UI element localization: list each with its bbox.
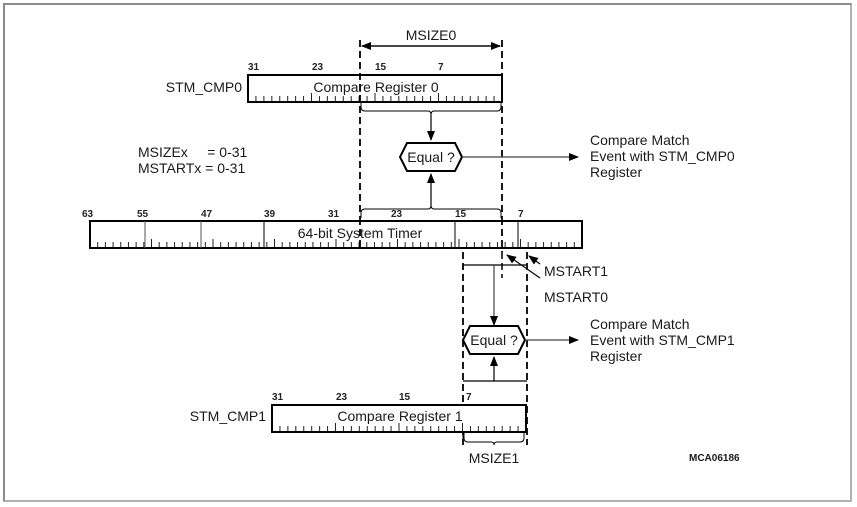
timer-bit-7: 7	[518, 209, 524, 220]
cmp0-bit-31: 31	[248, 62, 260, 73]
timer-bit-39: 39	[264, 209, 276, 220]
cmp1-bit-15: 15	[399, 392, 411, 403]
event0-line3: Register	[590, 164, 642, 180]
mstart0-arrow	[506, 254, 541, 279]
msize1-label: MSIZE1	[469, 450, 520, 466]
event1-line1: Compare Match	[590, 316, 690, 332]
equal0-label: Equal ?	[407, 149, 455, 165]
event1-line3: Register	[590, 348, 642, 364]
timer-bit-63: 63	[82, 209, 94, 220]
timer-bit-15: 15	[455, 209, 467, 220]
mstart0-label: MSTART0	[544, 289, 608, 305]
legend-mstart: MSTARTx = 0-31	[138, 160, 245, 176]
stm-cmp1-name: STM_CMP1	[190, 408, 266, 424]
timer-upper-brace	[360, 204, 502, 218]
cmp1-bit-31: 31	[272, 392, 284, 403]
diagram-frame	[3, 3, 852, 502]
mstart1-arrow	[528, 255, 541, 265]
timer-bit-47: 47	[201, 209, 213, 220]
timer-bit-31: 31	[328, 209, 340, 220]
cmp1-bit-7: 7	[466, 392, 472, 403]
timer-bit-55: 55	[137, 209, 149, 220]
cmp0-bit-7: 7	[438, 62, 444, 73]
equal1-label: Equal ?	[470, 332, 518, 348]
mstart1-label: MSTART1	[544, 263, 608, 279]
msize0-dimension: MSIZE0	[361, 27, 501, 50]
figure-id: MCA06186	[689, 453, 740, 464]
cmp0-bit-15: 15	[375, 62, 387, 73]
equal0-comparator: Equal ?	[398, 142, 464, 172]
stm-cmp0-name: STM_CMP0	[166, 79, 242, 95]
cmp0-brace	[360, 102, 502, 116]
cmp1-title: Compare Register 1	[337, 408, 462, 424]
event0-line2: Event with STM_CMP0	[590, 148, 735, 164]
timer-bit-23: 23	[391, 209, 403, 220]
msize0-label: MSIZE0	[406, 27, 457, 43]
cmp1-bit-ticks	[279, 423, 519, 431]
system-timer-register: 64-bit System Timer 63 55 47 39 31 23 15…	[82, 209, 583, 249]
cmp0-bit-23: 23	[312, 62, 324, 73]
compare-register-0: STM_CMP0 Compare Register 0 31 23 15 7	[166, 62, 503, 103]
event1-line2: Event with STM_CMP1	[590, 332, 735, 348]
cmp1-bit-23: 23	[336, 392, 348, 403]
event0-line1: Compare Match	[590, 132, 690, 148]
equal1-comparator: Equal ?	[461, 325, 527, 355]
timer-bit-ticks	[97, 239, 575, 247]
legend-msize: MSIZEx = 0-31	[138, 144, 248, 160]
cmp0-bit-ticks	[255, 93, 495, 101]
compare-register-1: STM_CMP1 Compare Register 1 31 23 15 7	[190, 392, 527, 433]
cmp0-title: Compare Register 0	[313, 79, 438, 95]
cmp1-brace	[463, 433, 525, 446]
